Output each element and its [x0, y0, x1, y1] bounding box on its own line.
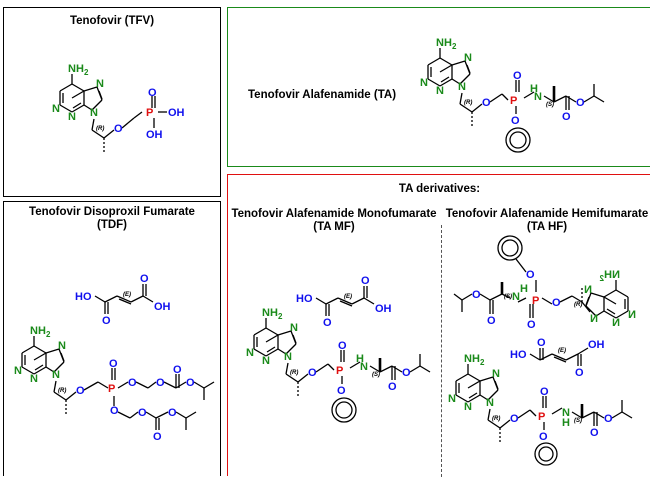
atom-n: N [512, 291, 520, 303]
atom-o: O [510, 413, 519, 425]
atom-o: O [576, 97, 585, 109]
atom-o: O [140, 273, 149, 285]
atom-o: O [590, 427, 599, 439]
atom-o: O [186, 377, 195, 389]
stereo-r: (R) [574, 302, 582, 308]
structure-ta-hf-top: O P O O N H O O (R) (S) [453, 235, 591, 331]
panel-title-ta-hf: Tenofovir Alafenamide Hemifumarate [445, 208, 649, 220]
structure-tdf: O P O O O O O O O O O (R) [13, 324, 215, 443]
stereo-s: (S) [504, 294, 512, 300]
adenine-hf-top [583, 268, 637, 330]
fumaric-acid-hf: HO O O OH (E) [510, 337, 605, 379]
atom-o: O [173, 364, 182, 376]
atom-o: O [138, 407, 147, 419]
atom-o: O [308, 367, 317, 379]
atom-o: O [487, 315, 496, 327]
stereo-s: (S) [546, 102, 554, 108]
atom-o: O [338, 340, 347, 352]
panel-ta-derivatives: TA derivatives: Tenofovir Alafenamide Mo… [227, 174, 650, 477]
panel-subtitle-ta-hf: (TA HF) [526, 221, 568, 233]
panel-tfv: Tenofovir (TFV) [3, 7, 221, 197]
fumaric-acid-mf: HO O O OH (E) [296, 275, 392, 329]
stereo-s: (S) [372, 372, 380, 378]
atom-o: O [539, 431, 548, 443]
atom-oh: OH [146, 129, 163, 141]
atom-h: H [520, 283, 528, 295]
panel-title-tfv: Tenofovir (TFV) [69, 15, 155, 27]
atom-n: N [562, 407, 570, 419]
atom-o: O [604, 413, 613, 425]
atom-o: O [388, 381, 397, 393]
atom-p: P [336, 365, 343, 377]
panel-subtitle-tdf: (TDF) [96, 219, 127, 231]
atom-oh: OH [168, 107, 185, 119]
stereo-s: (S) [574, 418, 582, 424]
atom-p: P [108, 383, 115, 395]
atom-o: O [402, 367, 411, 379]
atom-o: O [527, 319, 536, 331]
atom-h: H [530, 83, 538, 95]
atom-o: O [552, 297, 561, 309]
atom-o: O [109, 358, 118, 370]
atom-o: O [114, 123, 123, 135]
atom-o: O [562, 111, 571, 123]
stereo-e: (E) [558, 348, 566, 354]
atom-h: H [356, 353, 364, 365]
panel-tdf: Tenofovir Disoproxil Fumarate (TDF) [3, 201, 221, 476]
atom-o: O [323, 317, 332, 329]
atom-ho: HO [75, 291, 92, 303]
structure-ta-mf: O P O O N H O O (R) (S) [245, 306, 431, 423]
atom-p: P [146, 107, 153, 119]
atom-ho: HO [510, 349, 527, 361]
atom-o: O [511, 115, 520, 127]
atom-n: N [360, 361, 368, 373]
panel-title-ta-mf: Tenofovir Alafenamide Monofumarate [231, 208, 437, 220]
atom-oh: OH [154, 301, 171, 313]
stereo-e: (E) [344, 294, 352, 300]
panel-ta: Tenofovir Alafenamide (TA) [227, 7, 650, 167]
atom-h: H [562, 417, 570, 429]
atom-o: O [472, 289, 481, 301]
atom-ho: HO [296, 293, 313, 305]
atom-o: O [148, 87, 157, 99]
stereo-r: (R) [290, 370, 298, 376]
atom-o: O [102, 315, 111, 327]
atom-o: O [482, 97, 491, 109]
panel-title-ta: Tenofovir Alafenamide (TA) [248, 89, 397, 101]
atom-o: O [76, 385, 85, 397]
structure-tfv: O P O OH OH (R) [51, 62, 185, 154]
fumaric-acid-tdf: HO O O OH (E) [75, 273, 171, 327]
atom-o: O [575, 367, 584, 379]
atom-oh: OH [375, 303, 392, 315]
panel-title-derivatives: TA derivatives: [398, 183, 481, 195]
structure-ta-hf-bottom: O P O O N H O O (R) (S) [447, 352, 633, 466]
atom-oh: OH [588, 339, 605, 351]
stereo-e: (E) [123, 292, 131, 298]
atom-o: O [337, 385, 346, 397]
atom-o: O [110, 405, 119, 417]
atom-o: O [156, 377, 165, 389]
atom-o: O [128, 377, 137, 389]
divider-dashed [441, 225, 442, 477]
atom-o: O [168, 407, 177, 419]
panel-subtitle-ta-mf: (TA MF) [313, 221, 355, 233]
atom-o: O [526, 269, 535, 281]
stereo-r: (R) [464, 100, 472, 106]
atom-o: O [361, 275, 370, 287]
structure-ta: O P O O N H O O (R) (S) [419, 36, 605, 153]
atom-o: O [153, 431, 162, 443]
atom-o: O [540, 386, 549, 398]
atom-p: P [538, 411, 545, 423]
stereo-r: (R) [96, 126, 104, 132]
atom-o: O [513, 70, 522, 82]
atom-o: O [537, 337, 546, 349]
atom-n: N [534, 91, 542, 103]
stereo-r: (R) [58, 388, 66, 394]
atom-p: P [532, 295, 539, 307]
panel-title-tdf: Tenofovir Disoproxil Fumarate [29, 206, 195, 218]
stereo-r: (R) [492, 416, 500, 422]
atom-p: P [510, 95, 517, 107]
